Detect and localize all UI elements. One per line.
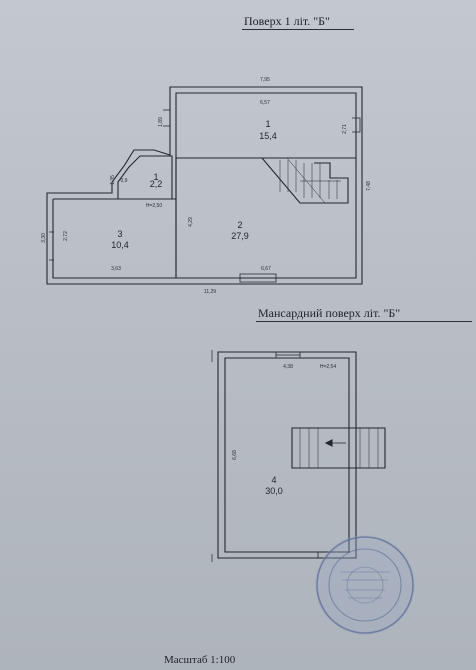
dim-top-inner: 6,57 (260, 100, 270, 106)
dim-left-inner: 2,72 (63, 231, 69, 241)
room-1b-area: 2,2 (150, 179, 163, 189)
room-2-number: 2 (237, 220, 242, 230)
dim-left-upper: 1,89 (158, 117, 164, 127)
floor1-labels: 1 15,4 1 2,2 2 27,9 3 10,4 7,95 6,57 1,8… (41, 77, 372, 295)
room-2-area: 27,9 (231, 231, 249, 241)
room-3-area: 10,4 (111, 240, 129, 250)
attic-plan (211, 350, 386, 562)
dim-right-room1: 2,71 (342, 124, 348, 134)
room-1b-number: 1 (153, 172, 158, 182)
scale-label: Масштаб 1:100 (164, 654, 236, 666)
room-4-area: 30,0 (265, 486, 283, 496)
dim-left-outer: 3,30 (41, 233, 47, 243)
official-stamp (315, 535, 415, 635)
dim-bottom-left: 3,63 (111, 266, 121, 272)
dim-bottom-right: 6,67 (261, 266, 271, 272)
dim-top-outer: 7,95 (260, 77, 270, 83)
dim-stub-inner: 0,9 (121, 178, 128, 184)
floor1-heading-underline (242, 29, 354, 30)
room-1-number: 1 (265, 119, 270, 129)
dim-stub-outer: 1,35 (110, 175, 116, 185)
attic-heading-underline (256, 321, 472, 322)
dim-mid-vertical: 4,29 (188, 217, 194, 227)
room-1-area: 15,4 (259, 131, 277, 141)
dim-bottom-outer: 11,29 (204, 289, 216, 295)
room-4-number: 4 (271, 475, 276, 485)
floor1-plan (46, 86, 363, 285)
attic-dim-width: 4,38 (283, 364, 293, 370)
attic-labels: 4 30,0 4,38 H=2,54 6,68 (232, 364, 336, 496)
room-3-number: 3 (117, 229, 122, 239)
dim-right-outer: 7,48 (366, 181, 372, 191)
attic-dim-height: H=2,54 (320, 364, 336, 370)
attic-heading: Мансардний поверх літ. "Б" (258, 306, 401, 320)
dim-height: H=2,50 (146, 203, 162, 209)
attic-dim-depth: 6,68 (232, 450, 238, 460)
floor1-heading: Поверх 1 літ. "Б" (244, 14, 330, 28)
